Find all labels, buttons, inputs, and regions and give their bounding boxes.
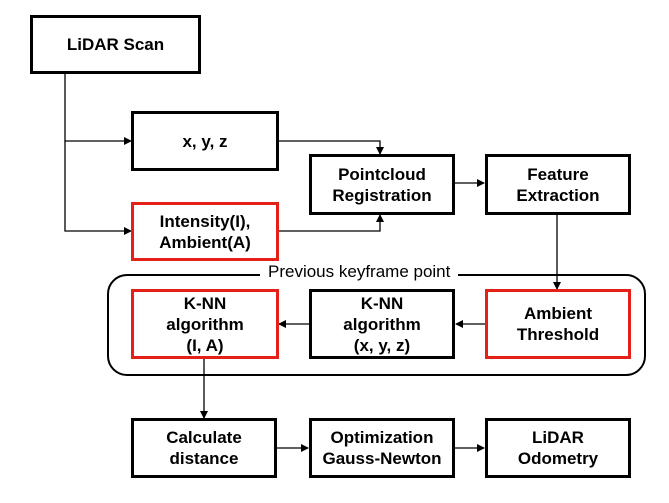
edge-lidar-scan-to-intensity <box>64 141 132 235</box>
node-lidar-scan: LiDAR Scan <box>30 15 201 74</box>
edge-lidar-scan-to-xyz <box>64 73 132 145</box>
node-intensity-ambient: Intensity(I), Ambient(A) <box>131 202 279 261</box>
node-optimization: Optimization Gauss-Newton <box>309 418 455 478</box>
node-knn-ia: K-NN algorithm (I, A) <box>131 289 279 359</box>
node-feature-extraction: Feature Extraction <box>485 154 631 215</box>
group-label: Previous keyframe point <box>260 261 459 283</box>
node-pointcloud-registration: Pointcloud Registration <box>309 154 455 215</box>
node-xyz: x, y, z <box>131 111 279 171</box>
edge-intensity-to-registration <box>278 214 384 232</box>
node-ambient-threshold: Ambient Threshold <box>485 289 631 359</box>
node-knn-xyz: K-NN algorithm (x, y, z) <box>309 289 455 359</box>
node-lidar-odometry: LiDAR Odometry <box>485 418 631 478</box>
edge-xyz-to-registration <box>278 140 384 155</box>
node-calculate-distance: Calculate distance <box>131 418 277 478</box>
